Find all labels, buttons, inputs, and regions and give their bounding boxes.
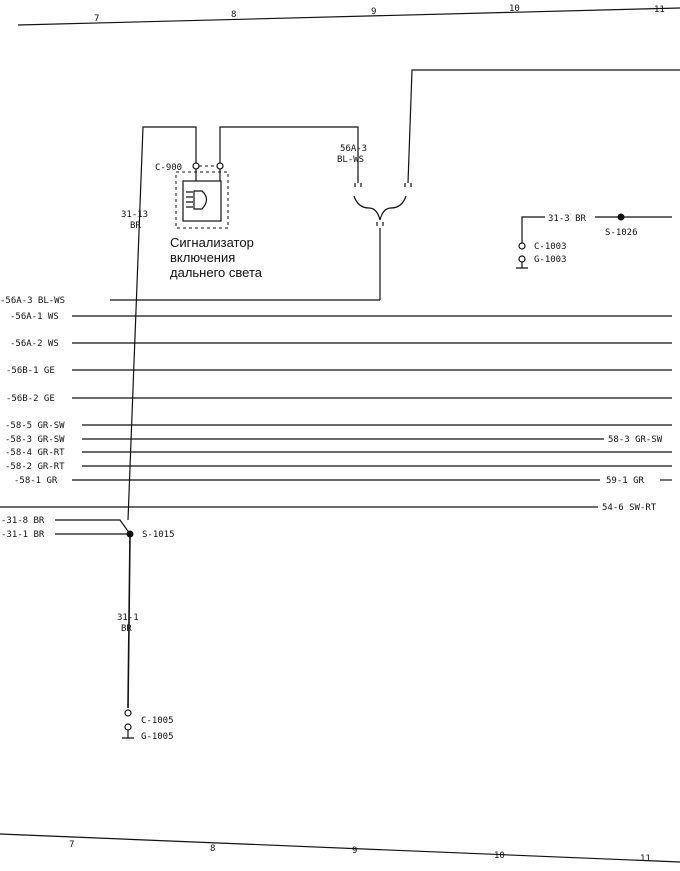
wire-label-left: -58-3 GR-SW	[5, 435, 65, 445]
splice-s1015-dot	[126, 530, 134, 538]
wire-label-left: -58-2 GR-RT	[5, 462, 65, 472]
wire-31-8	[55, 519, 131, 535]
bottom-grid-ruler: 7 8 9 10 11	[0, 833, 680, 864]
splice-s1026-dot	[617, 213, 625, 221]
ground-g1003-label: G-1003	[534, 255, 567, 265]
splice-s1026-label: S-1026	[605, 228, 638, 238]
indicator-housing	[175, 171, 229, 229]
grid-number: 10	[509, 4, 520, 14]
indicator-label-line2: включения	[170, 250, 235, 265]
wire-label-left: -56B-2 GE	[6, 394, 55, 404]
connector-pin	[216, 162, 224, 170]
ground-symbol	[516, 262, 528, 269]
ground-symbol	[122, 730, 134, 739]
indicator-label-line3: дальнего света	[170, 265, 263, 280]
wire-top-right	[407, 69, 680, 184]
grid-number: 7	[94, 14, 99, 24]
connector-c1003-label: C-1003	[534, 242, 567, 252]
wire-label-31-1-vertical: 31-1	[117, 613, 139, 623]
wire-label-left: -56A-2 WS	[10, 339, 59, 349]
wire-label-56a3: 56A-3	[340, 144, 367, 154]
wire-label-left: -58-5 GR-SW	[5, 421, 65, 431]
grid-number: 9	[352, 846, 357, 856]
indicator-circuit: C-900 31-13 BR 56A-3 BL-WS Сигнализатор …	[121, 69, 680, 521]
wire-label-right: 58-3 GR-SW	[608, 435, 663, 445]
grid-number: 10	[494, 851, 505, 861]
wire-56a3-top	[219, 126, 359, 183]
indicator-leads	[195, 169, 221, 181]
top-grid-ruler: 7 8 9 10 11	[17, 4, 680, 26]
connector-ticks	[376, 222, 384, 226]
wire-label-left: -56A-1 WS	[10, 312, 59, 322]
connector-pin	[518, 242, 526, 250]
high-beam-rays	[186, 191, 193, 208]
wire-label-left: -56B-1 GE	[6, 366, 55, 376]
wire-label-br: BR	[130, 221, 141, 231]
wire-label-left: -58-4 GR-RT	[5, 448, 65, 458]
left-wire-labels: -56A-3 BL-WS -56A-1 WS -56A-2 WS -56B-1 …	[0, 296, 65, 486]
grid-number: 11	[640, 854, 651, 864]
wire-31-13	[127, 126, 197, 521]
splice-s1015-label: S-1015	[142, 530, 175, 540]
wire-label-bl-ws: BL-WS	[337, 155, 364, 165]
wire-31-3-left	[521, 216, 545, 243]
connector-pin	[518, 255, 526, 263]
wire-label-right: 54-6 SW-RT	[602, 503, 657, 513]
grid-number: 8	[210, 844, 215, 854]
grid-number: 8	[231, 10, 236, 20]
wire-label-31-13: 31-13	[121, 210, 148, 220]
wire-label-left: -58-1 GR	[14, 476, 58, 486]
connector-pin	[124, 709, 132, 717]
wire-label-left: -56A-3 BL-WS	[0, 296, 65, 306]
connector-pin	[124, 723, 132, 731]
wire-label-right: 59-1 GR	[606, 476, 645, 486]
connector-ticks	[354, 183, 412, 187]
connector-c900-label: C-900	[155, 163, 182, 173]
grid-number: 11	[654, 5, 665, 15]
connector-c1005-label: C-1005	[141, 716, 174, 726]
grid-number: 9	[371, 7, 376, 17]
high-beam-icon	[193, 190, 208, 210]
wire-label-br-vertical: BR	[121, 624, 132, 634]
ground-c1005-group: -31-8 BR -31-1 BR S-1015 31-1 BR C-1005 …	[1, 516, 175, 742]
bus-wires	[0, 299, 672, 508]
wire-label-31-3: 31-3 BR	[548, 214, 587, 224]
wire-31-1-down	[127, 533, 131, 709]
splice-brace	[353, 195, 407, 221]
ground-g1005-label: G-1005	[141, 732, 174, 742]
right-wire-labels: 58-3 GR-SW 59-1 GR 54-6 SW-RT	[602, 435, 663, 513]
wire-label-31-1: -31-1 BR	[1, 530, 45, 540]
connector-pin	[192, 162, 200, 170]
indicator-label-line1: Сигнализатор	[170, 235, 254, 250]
indicator-frame	[182, 180, 222, 222]
grid-number: 7	[69, 840, 74, 850]
wire-label-31-8: -31-8 BR	[1, 516, 45, 526]
ground-c1003-group: 31-3 BR S-1026 C-1003 G-1003	[516, 213, 672, 269]
